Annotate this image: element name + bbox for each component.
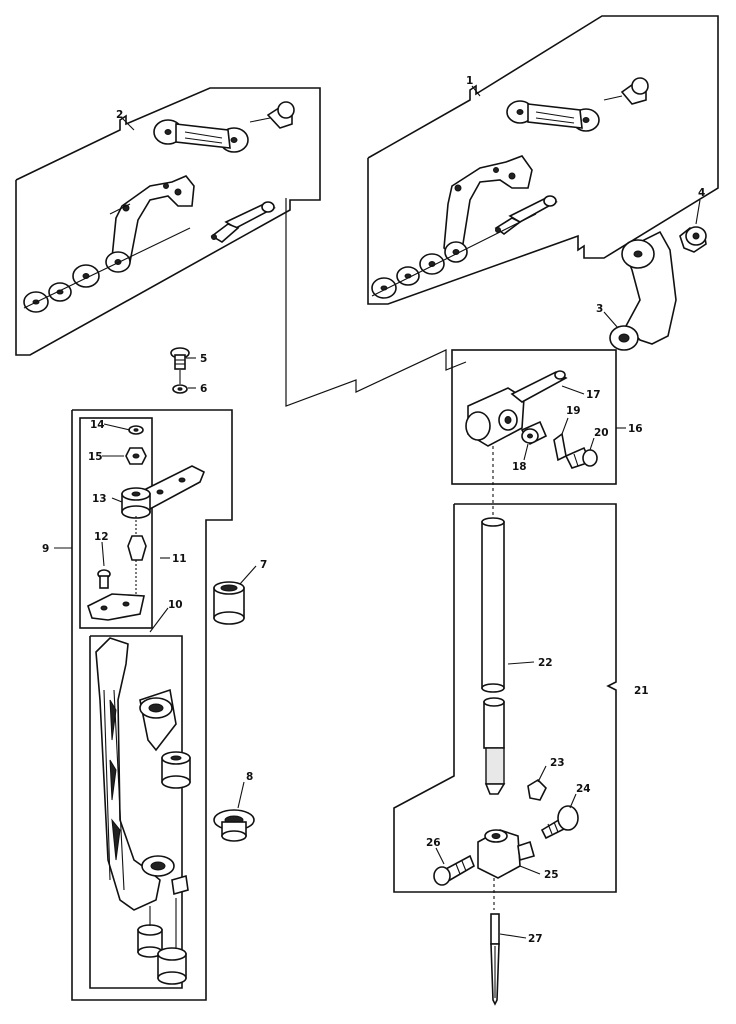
group-9-frame: [71, 409, 233, 1001]
callout-1: 1: [466, 75, 473, 87]
callout-10: 10: [168, 599, 183, 611]
group-21-parts: [433, 446, 579, 1006]
callout-26: 26: [426, 837, 441, 849]
group-16-frame: [451, 349, 617, 485]
callout-22: 22: [538, 657, 553, 669]
callout-25: 25: [544, 869, 559, 881]
callout-7: 7: [260, 559, 267, 571]
callout-labels: 1 2 3 4 5 6 7 8 9 10 11 12 13 14 15 16 1…: [42, 75, 705, 945]
connection-line: [285, 198, 467, 407]
callout-17: 17: [586, 389, 601, 401]
group-21-frame: [393, 503, 617, 893]
screw-5-washer-6: [170, 347, 190, 394]
callout-27: 27: [528, 933, 543, 945]
callout-13: 13: [92, 493, 107, 505]
group-16-parts: [465, 370, 598, 469]
leader-lines: [54, 85, 701, 939]
callout-14: 14: [90, 419, 105, 431]
callout-8: 8: [246, 771, 253, 783]
callout-12: 12: [94, 531, 109, 543]
callout-5: 5: [200, 353, 207, 365]
group-9-parts: [87, 425, 255, 985]
callout-9: 9: [42, 543, 49, 555]
callout-23: 23: [550, 757, 565, 769]
callout-19: 19: [566, 405, 581, 417]
callout-16: 16: [628, 423, 643, 435]
callout-6: 6: [200, 383, 207, 395]
callout-18: 18: [512, 461, 527, 473]
callout-2: 2: [116, 109, 123, 121]
callout-21: 21: [634, 685, 649, 697]
callout-11: 11: [172, 553, 187, 565]
group-2-parts: [23, 101, 295, 313]
group-2-frame: [15, 87, 321, 356]
crank-3-4: [609, 226, 707, 351]
callout-15: 15: [88, 451, 103, 463]
callout-4: 4: [698, 187, 705, 199]
callout-20: 20: [594, 427, 609, 439]
callout-3: 3: [596, 303, 603, 315]
group-1-parts: [371, 77, 649, 299]
callout-24: 24: [576, 783, 591, 795]
